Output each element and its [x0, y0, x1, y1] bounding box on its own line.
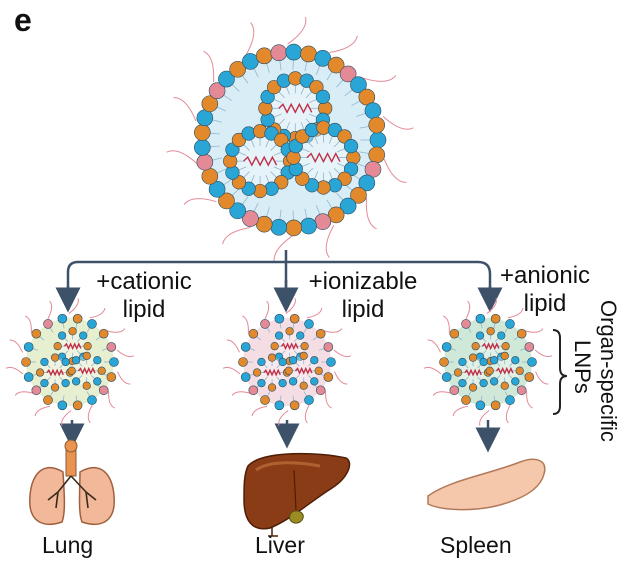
liver-icon	[243, 452, 351, 537]
large-lnp-icon	[166, 16, 414, 264]
ionizable-label: +ionizable lipid	[298, 268, 428, 324]
modifier-text: +cationic	[96, 268, 192, 295]
liver-lnp-icon	[222, 298, 352, 426]
curly-brace-icon	[552, 329, 568, 415]
spleen-lnp-icon	[423, 298, 553, 426]
modifier-text: lipid	[341, 296, 385, 323]
lung-lnp-icon	[5, 298, 135, 426]
spleen-icon	[427, 458, 546, 511]
lung-label: Lung	[42, 532, 94, 558]
panel-label: e	[14, 2, 32, 38]
cationic-label: +cationic lipid	[84, 268, 204, 324]
spleen-label: Spleen	[440, 532, 512, 558]
modifier-text: lipid	[122, 296, 166, 323]
lung-icon	[29, 439, 115, 526]
branch-path	[66, 260, 492, 300]
branch-arrows	[55, 250, 503, 453]
modifier-text: +ionizable	[308, 268, 418, 295]
organ-specific-label: Organ-specific	[596, 300, 621, 442]
anionic-label: +anionic lipid	[490, 262, 600, 318]
modifier-text: lipid	[523, 290, 567, 317]
lnps-label: LNPs	[570, 340, 595, 394]
liver-label: Liver	[255, 532, 305, 558]
modifier-text: +anionic	[499, 262, 591, 289]
